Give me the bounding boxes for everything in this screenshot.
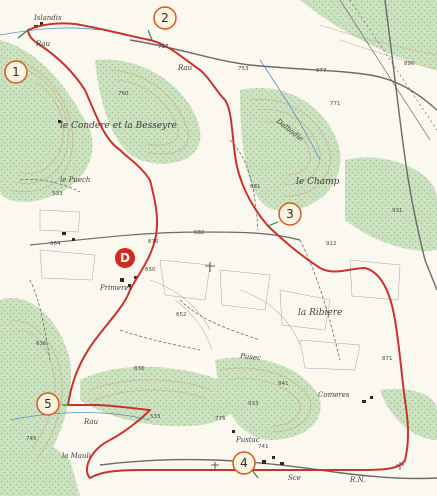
elevation-labels: 717 760 753 677 896 771 533 664 876 682 …: [26, 44, 415, 450]
main-road-north: [129, 39, 437, 111]
track-3: [299, 239, 341, 361]
elevation: 717: [158, 44, 169, 50]
place-label-rau-nw: Rau: [35, 40, 51, 48]
place-label-puech: le Puech: [60, 176, 90, 184]
elevation: 912: [326, 241, 337, 247]
waypoint-2[interactable]: 2: [153, 6, 177, 30]
place-label-comeres: Comeres: [318, 391, 350, 399]
elevation: 836: [134, 366, 145, 372]
contour-lines: [9, 24, 437, 461]
hiking-route: [27, 22, 409, 479]
elevation: 741: [258, 444, 269, 450]
place-label-sce: Sce: [288, 474, 301, 482]
elevation: 652: [176, 312, 187, 318]
place-label-pusec: Pusec: [239, 352, 262, 362]
waypoint-3[interactable]: 3: [278, 202, 302, 226]
elevation: 636: [36, 341, 47, 347]
track-2: [179, 299, 261, 341]
elevation: 876: [148, 239, 159, 245]
place-label-rau-n: Rau: [177, 64, 193, 72]
elevation: 931: [392, 208, 403, 214]
elevation: 681: [250, 184, 261, 190]
power-line: [339, 0, 437, 141]
elevation: 745: [26, 436, 37, 442]
waypoint-4[interactable]: 4: [232, 451, 256, 475]
start-marker[interactable]: D: [115, 248, 135, 268]
waypoint-label: 5: [44, 397, 52, 411]
track-4: [29, 279, 51, 361]
field-boundaries: [39, 209, 401, 371]
place-label-champ: le Champ: [296, 177, 340, 187]
elevation: 933: [248, 401, 259, 407]
elevation: 775: [215, 416, 226, 422]
place-label-rn: R.N.: [349, 476, 365, 484]
waypoint-label: 2: [161, 11, 169, 25]
track-1: [19, 179, 81, 193]
elevation: 871: [382, 356, 393, 362]
start-label: D: [120, 251, 130, 265]
streams: [0, 27, 321, 421]
main-road-east: [384, 0, 437, 291]
elevation: 753: [238, 66, 249, 72]
place-label-mauli: la Mauli: [62, 452, 91, 460]
waypoint-label: 3: [286, 207, 294, 221]
waypoint-1[interactable]: 1: [4, 60, 28, 84]
elevation: 677: [316, 68, 327, 74]
place-label-pustac: Pustac: [235, 436, 260, 444]
place-label-primeres: Primeres: [99, 284, 133, 292]
elevation: 533: [150, 414, 161, 420]
elevation: 896: [404, 61, 415, 67]
waypoint-label: 4: [240, 456, 248, 470]
elevation: 533: [52, 191, 63, 197]
place-label-islandis: Islandis: [33, 14, 62, 22]
road-south: [99, 458, 437, 480]
waypoint-label: 1: [12, 65, 20, 79]
elevation: 664: [50, 241, 61, 247]
waypoint-5[interactable]: 5: [36, 392, 60, 416]
elevation: 682: [194, 230, 205, 236]
place-label-ribiere: la Ribiere: [298, 308, 342, 318]
waypoint-connectors: [17, 29, 279, 479]
elevation: 650: [145, 267, 156, 273]
place-label-condere: le Condere et la Besseyre: [60, 121, 177, 131]
elevation: 841: [278, 381, 289, 387]
place-label-rau-sw: Rau: [83, 418, 99, 426]
elevation: 771: [330, 101, 341, 107]
elevation: 760: [118, 91, 129, 97]
